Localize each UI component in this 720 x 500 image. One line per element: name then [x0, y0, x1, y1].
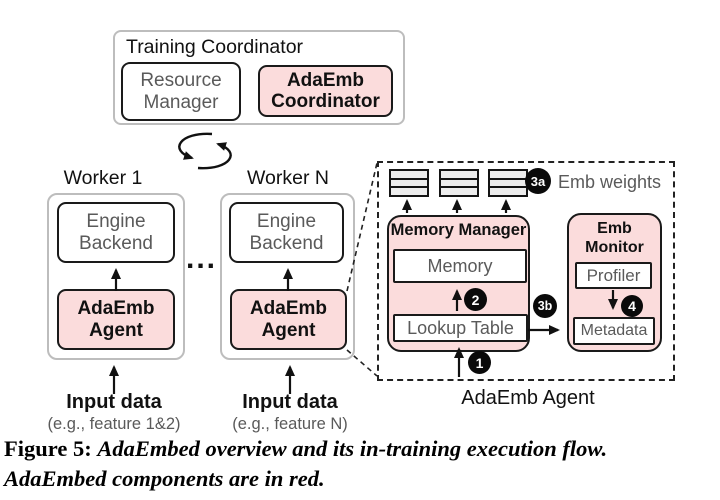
- emb-monitor-title: Emb Monitor: [567, 219, 662, 257]
- emb-monitor-title-line2: Monitor: [585, 239, 644, 257]
- step-badge-3a: 3a: [525, 168, 551, 194]
- input-data-1: Input data (e.g., feature 1&2): [23, 391, 205, 434]
- emb-weights-stack-icon: [439, 169, 479, 197]
- adaemb-agent-label-line1: AdaEmb: [249, 298, 328, 320]
- adaemb-agent-label-line2: Agent: [89, 319, 143, 341]
- lookup-table-box: Lookup Table: [393, 314, 528, 342]
- step-badge-1: 1: [468, 351, 491, 374]
- adaemb-agent-detail-box: [377, 161, 675, 381]
- figure-caption-line2: AdaEmbed components are in red.: [4, 466, 325, 491]
- adaemb-agent-label-line1: AdaEmb: [77, 298, 155, 320]
- engine-backend-label-line2: Backend: [79, 232, 153, 254]
- adaemb-coordinator-label-line1: AdaEmb: [286, 69, 365, 91]
- profiler-box: Profiler: [575, 262, 652, 289]
- workerN-adaemb-agent-box: AdaEmb Agent: [230, 289, 347, 350]
- workerN-title: Worker N: [247, 167, 329, 189]
- metadata-box: Metadata: [573, 317, 655, 345]
- step-badge-4: 4: [621, 295, 643, 317]
- resource-manager-label-line1: Resource: [140, 70, 222, 92]
- profiler-label: Profiler: [586, 265, 641, 285]
- memory-manager-title: Memory Manager: [390, 221, 527, 239]
- input-data-1-sublabel: (e.g., feature 1&2): [47, 415, 181, 433]
- step-badge-2: 2: [464, 288, 487, 311]
- input-data-1-label: Input data: [66, 391, 162, 413]
- worker1-engine-backend-box: Engine Backend: [57, 202, 175, 263]
- emb-weights-stack-icon: [389, 169, 429, 197]
- training-coordinator-title: Training Coordinator: [126, 36, 304, 58]
- figure-caption-line1: Figure 5: AdaEmbed overview and its in-t…: [4, 434, 718, 464]
- adaemb-agent-label-line2: Agent: [261, 319, 316, 341]
- sync-icon: [178, 132, 232, 170]
- worker1-adaemb-agent-box: AdaEmb Agent: [57, 289, 175, 350]
- engine-backend-label-line2: Backend: [249, 232, 324, 254]
- memory-label: Memory: [427, 255, 493, 276]
- worker1-title: Worker 1: [63, 167, 143, 189]
- memory-box: Memory: [393, 249, 527, 283]
- adaemb-coordinator-label-line2: Coordinator: [271, 91, 380, 112]
- input-data-n: Input data (e.g., feature N): [204, 391, 376, 434]
- engine-backend-label-line1: Engine: [256, 211, 317, 233]
- figure-caption-prefix: Figure 5:: [4, 436, 92, 461]
- input-data-n-label: Input data: [242, 391, 338, 413]
- lookup-table-label: Lookup Table: [407, 317, 514, 338]
- figure-caption-text1: AdaEmbed overview and its in-training ex…: [97, 436, 608, 461]
- adaemb-coordinator-box: AdaEmb Coordinator: [258, 65, 393, 117]
- emb-weights-label: Emb weights: [558, 172, 662, 192]
- input-data-n-sublabel: (e.g., feature N): [232, 415, 348, 433]
- figure-caption: Figure 5: AdaEmbed overview and its in-t…: [4, 434, 718, 494]
- adaemb-agent-detail-caption: AdaEmb Agent: [461, 387, 595, 409]
- metadata-label: Metadata: [580, 322, 648, 340]
- emb-weights-stack-icon: [488, 169, 528, 197]
- workerN-engine-backend-box: Engine Backend: [229, 202, 344, 263]
- emb-monitor-title-line1: Emb: [597, 220, 632, 237]
- resource-manager-box: Resource Manager: [121, 62, 241, 121]
- workers-ellipsis: ...: [186, 242, 218, 275]
- step-badge-3b: 3b: [533, 294, 557, 318]
- engine-backend-label-line1: Engine: [86, 211, 146, 233]
- resource-manager-label-line2: Manager: [143, 91, 219, 113]
